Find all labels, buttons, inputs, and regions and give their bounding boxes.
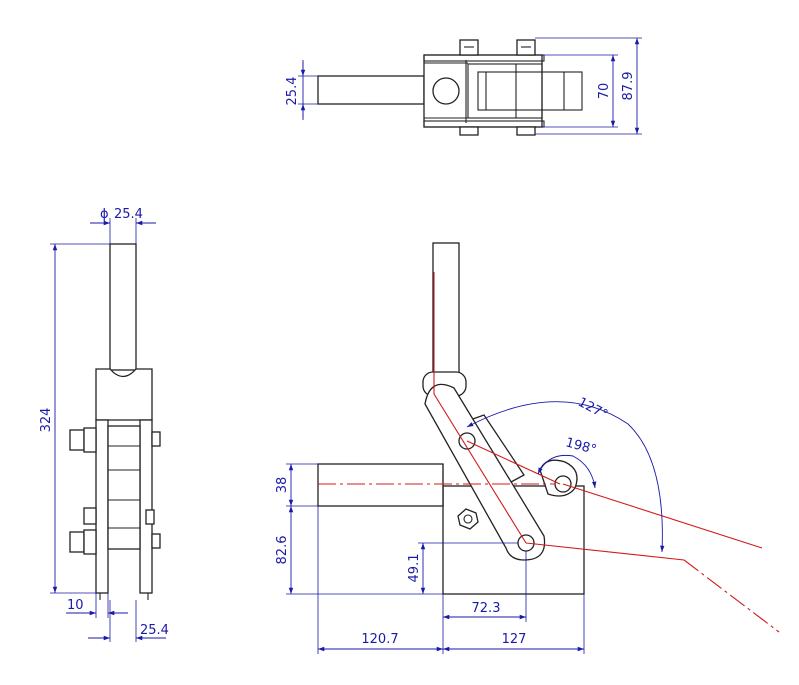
top-view-rail-bottom [423, 120, 545, 128]
side-view-nut [83, 507, 97, 525]
dim-front-pivot-offset: 72.3 [472, 601, 501, 616]
dim-front-spindle-reach: 120.7 [361, 632, 398, 647]
side-view-plate-right [139, 419, 153, 594]
top-view-bolt [516, 126, 536, 136]
dim-side-rod-diameter: 25.4 [114, 207, 143, 222]
dim-top-overall-width: 87.9 [621, 72, 636, 101]
top-view-rail-top [423, 54, 545, 62]
top-view-bolt [459, 126, 479, 136]
front-view-rod [432, 242, 460, 377]
side-view: ϕ 25.4 324 10 25.4 [39, 207, 169, 642]
dim-front-base-length: 127 [502, 632, 527, 647]
front-view: 127° 198° 38 82.6 49.1 72.3 120.7 [275, 242, 780, 654]
side-view-plate-inner [107, 425, 141, 550]
side-view-bolt-end [151, 533, 161, 549]
angle-outer-label: 127° [575, 395, 610, 423]
side-view-washer [83, 529, 97, 555]
top-view-inner-frame [467, 63, 543, 119]
dim-top-rod-height: 25.4 [285, 77, 300, 106]
dim-side-rod-offset: 25.4 [140, 623, 169, 638]
dim-top-body-width: 70 [597, 83, 612, 100]
side-view-bolt-end [151, 431, 161, 447]
dim-front-spindle-height: 38 [275, 477, 290, 494]
dim-side-plate-offset: 10 [67, 598, 84, 613]
side-view-head [95, 368, 153, 421]
top-view-spindle-hole [432, 77, 460, 105]
angle-arc-outer [466, 401, 665, 553]
side-view-nut [69, 429, 85, 451]
side-view-bolt-end [145, 509, 155, 525]
top-view-rod [317, 75, 425, 105]
side-view-plate-left [95, 419, 109, 594]
dim-front-base-height: 82.6 [275, 536, 290, 565]
top-view: 25.4 70 87.9 [285, 37, 642, 136]
angle-inner-label: 198° [564, 435, 598, 458]
front-view-spindle [317, 463, 444, 507]
side-view-nut [69, 531, 85, 553]
side-view-washer [83, 427, 97, 453]
dim-side-height: 324 [39, 408, 54, 433]
dim-front-pivot-height: 49.1 [407, 554, 422, 583]
top-view-handle-block [477, 71, 583, 111]
centerline-handle-extended [683, 559, 780, 633]
side-view-rod [109, 243, 137, 371]
angle-arc-inner [537, 454, 597, 489]
diameter-symbol: ϕ [100, 207, 109, 222]
